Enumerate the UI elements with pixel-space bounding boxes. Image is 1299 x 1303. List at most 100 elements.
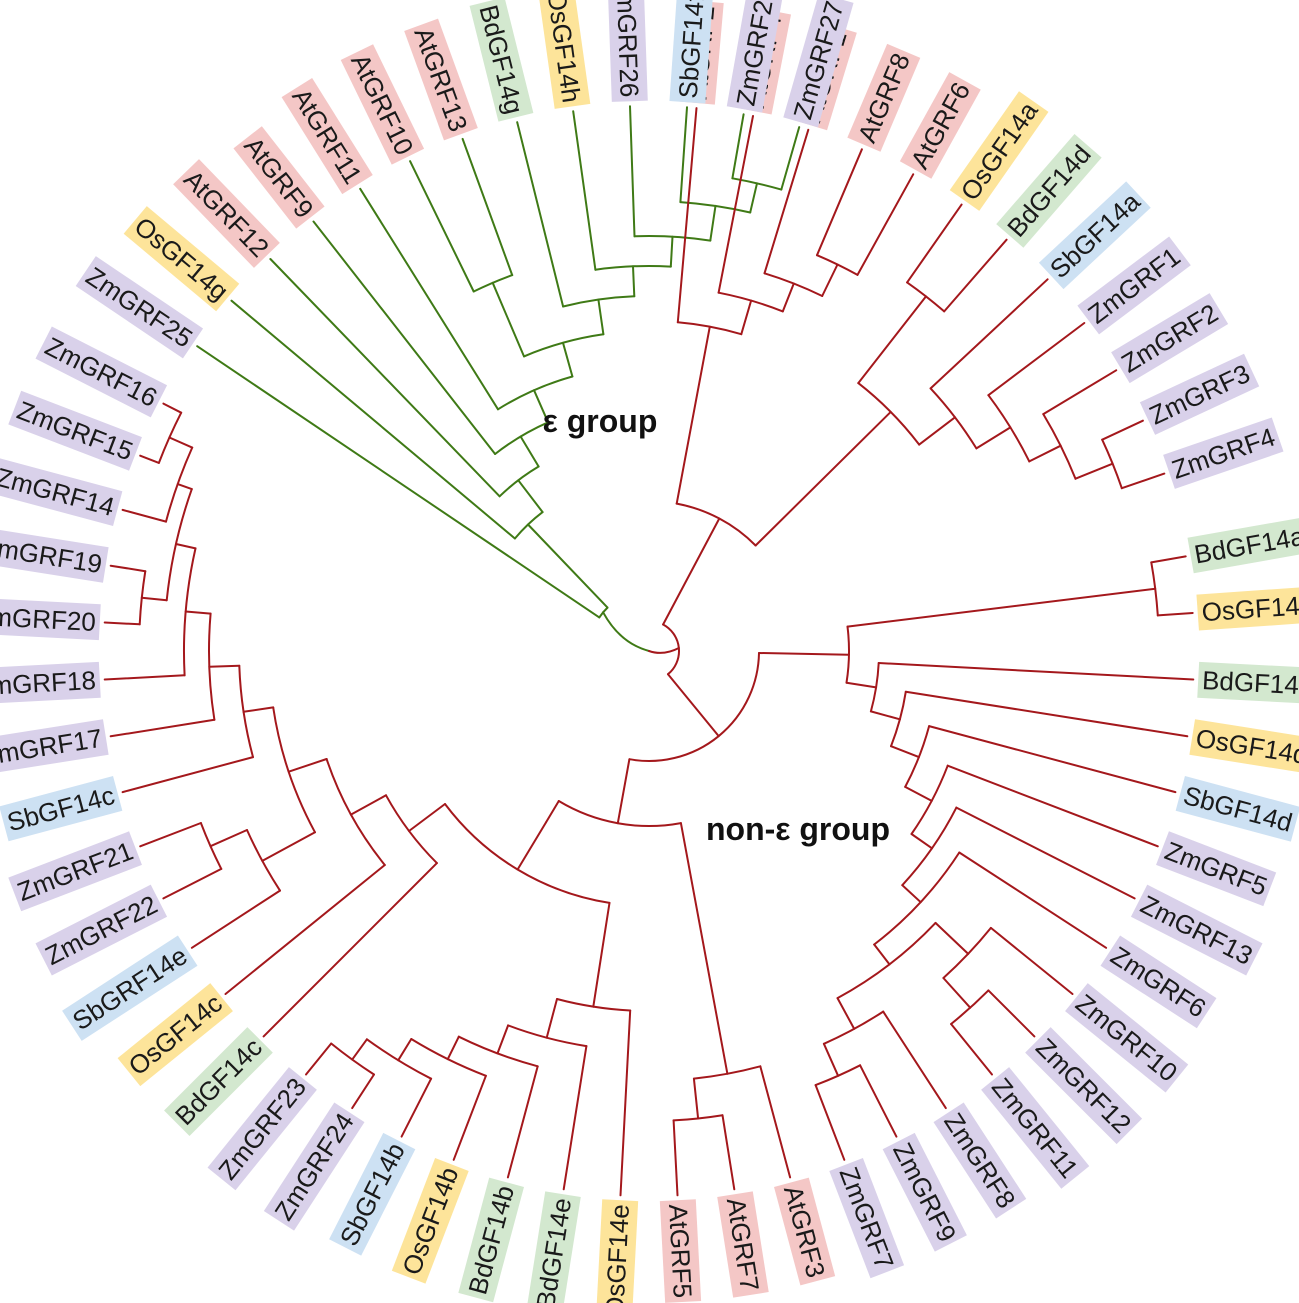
tree-branch xyxy=(717,291,784,313)
tree-branch xyxy=(763,128,810,275)
tree-branch xyxy=(910,833,933,850)
leaf-label-atgrf5: AtGRF5 xyxy=(659,1199,702,1303)
non-epsilon-group-label: non-ε group xyxy=(706,811,890,847)
tree-branch xyxy=(1042,413,1077,480)
leaf-label-atgrf7: AtGRF7 xyxy=(717,1191,769,1298)
leaf-label-text: ZmGRF4 xyxy=(1168,422,1279,485)
tree-branch xyxy=(1101,438,1123,490)
tree-branch xyxy=(498,465,540,498)
leaf-label-text: ZmGRF14 xyxy=(0,462,118,522)
leaf-label-zmgrf19: ZmGRF19 xyxy=(0,526,109,583)
leaf-label-text: AtGRF3 xyxy=(778,1182,831,1280)
leaf-label-background xyxy=(1139,353,1260,435)
leaf-label-bdgf14a: BdGF14a xyxy=(1187,517,1299,574)
tree-branch xyxy=(562,295,636,308)
tree-branch xyxy=(452,1074,487,1161)
leaf-label-text: ZmGRF20 xyxy=(0,601,97,637)
tree-branch xyxy=(199,822,223,870)
leaf-label-background xyxy=(207,1067,317,1191)
tree-branch xyxy=(385,794,438,865)
tree-branch xyxy=(929,387,978,450)
tree-branch xyxy=(557,800,682,828)
leaf-label-background xyxy=(717,1191,769,1298)
tree-branch xyxy=(869,710,901,721)
tree-branch xyxy=(261,831,316,862)
tree-branch xyxy=(632,265,636,298)
leaf-label-background xyxy=(949,91,1049,211)
tree-branch xyxy=(190,889,281,949)
leaf-label-background xyxy=(899,72,981,179)
tree-branch xyxy=(822,1042,840,1077)
tree-branch xyxy=(780,126,801,191)
tree-branch xyxy=(877,662,1195,681)
leaf-label-text: AtGRF8 xyxy=(852,49,916,147)
leaf-label-background xyxy=(1038,181,1151,290)
leaf-label-background xyxy=(1197,661,1299,704)
tree-branch xyxy=(305,1042,333,1076)
tree-branch xyxy=(929,278,1049,390)
tree-branch xyxy=(890,690,907,748)
tree-branch xyxy=(676,321,743,336)
leaf-label-background xyxy=(996,134,1102,248)
tree-branch xyxy=(857,382,921,446)
tree-branch xyxy=(224,864,386,995)
leaf-label-text: BdGF14f xyxy=(1201,665,1299,700)
tree-branch xyxy=(928,725,1177,794)
leaf-label-atgrf6: AtGRF6 xyxy=(899,72,981,179)
leaf-label-background xyxy=(774,1177,836,1286)
leaf-label-text: ZmGRF17 xyxy=(0,723,104,772)
tree-branch xyxy=(901,806,958,887)
tree-branch xyxy=(165,446,194,523)
leaf-label-background xyxy=(391,1158,469,1284)
tree-branch xyxy=(140,596,168,602)
leaf-label-text: OsGF14f xyxy=(1201,590,1299,627)
tree-branch xyxy=(616,758,631,825)
leaf-label-bdgf14e: BdGF14e xyxy=(526,1191,581,1303)
tree-branch xyxy=(359,187,499,411)
tree-branch xyxy=(242,706,275,713)
tree-branch xyxy=(942,977,972,1009)
tree-branch xyxy=(675,502,757,547)
tree-branch xyxy=(209,829,248,848)
leaf-label-text: AtGRF5 xyxy=(663,1203,698,1298)
tree-branch xyxy=(873,851,961,946)
tree-branch xyxy=(157,411,183,464)
tree-branch xyxy=(821,263,839,297)
leaf-label-background xyxy=(233,126,325,229)
leaf-label-background xyxy=(882,1132,967,1252)
tree-branch xyxy=(814,1084,846,1161)
tree-branch xyxy=(325,758,386,866)
leaf-label-zmgrf4: ZmGRF4 xyxy=(1163,417,1284,489)
leaf-label-background xyxy=(0,597,101,641)
leaf-label-background xyxy=(847,43,921,152)
tree-branch xyxy=(946,764,1159,848)
tree-branch xyxy=(629,105,636,238)
leaf-label-zmgrf5: ZmGRF5 xyxy=(1156,831,1277,907)
tree-branch xyxy=(1101,419,1144,441)
leaf-label-text: BdGF14g xyxy=(473,2,529,117)
leaf-label-sbgf14c: SbGF14c xyxy=(0,776,123,842)
tree-branch xyxy=(516,821,547,871)
leaf-label-background xyxy=(263,1102,365,1231)
tree-branch xyxy=(409,160,475,293)
leaf-label-background xyxy=(659,1199,702,1303)
tree-branch xyxy=(934,921,970,955)
tree-branch xyxy=(901,884,922,904)
leaf-label-background xyxy=(35,326,168,418)
leaf-label-zmgrf14: ZmGRF14 xyxy=(0,457,123,526)
tree-branch xyxy=(950,989,990,1025)
leaf-label-background xyxy=(75,256,204,359)
tree-branch xyxy=(1074,462,1114,480)
leaf-label-zmgrf15: ZmGRF15 xyxy=(8,390,142,471)
tree-branch xyxy=(628,652,760,762)
tree-branch xyxy=(633,235,712,242)
epsilon-group-label: ε group xyxy=(543,403,658,439)
tree-branch xyxy=(975,426,1012,450)
leaf-label-background xyxy=(0,719,109,776)
leaf-label-atgrf8: AtGRF8 xyxy=(847,43,921,152)
tree-branch xyxy=(139,454,160,464)
tree-branch xyxy=(572,110,597,271)
tree-branch xyxy=(667,673,720,738)
tree-branch xyxy=(619,1009,632,1197)
tree-branch xyxy=(165,488,193,602)
